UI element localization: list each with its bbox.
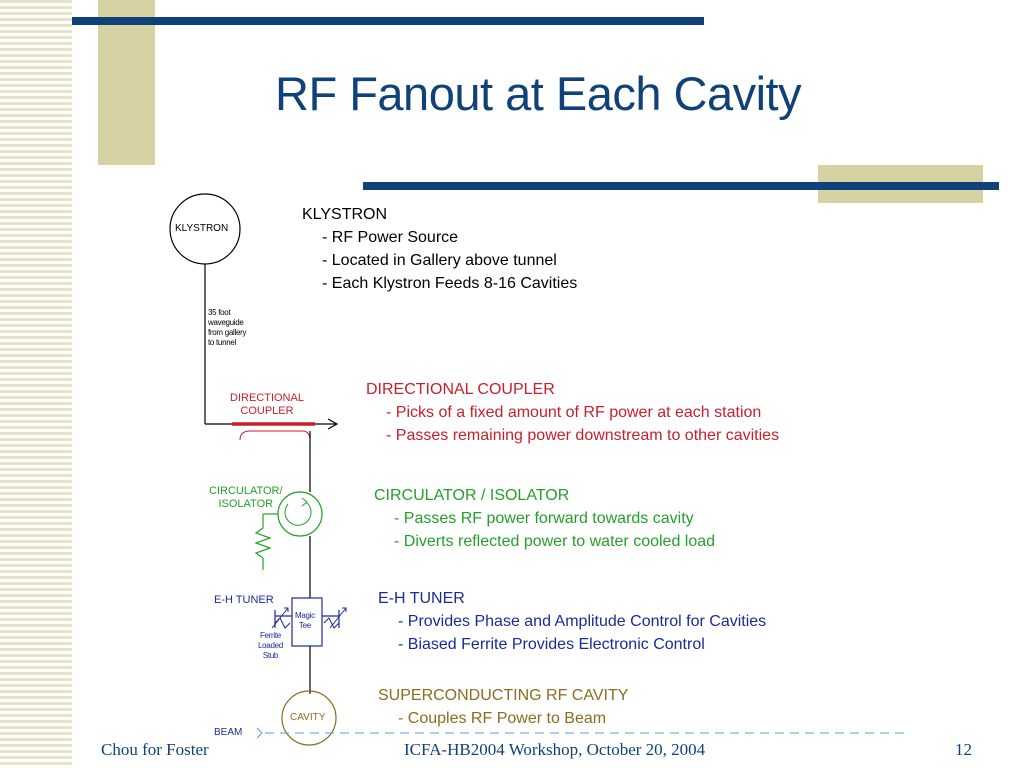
- cavity-heading: SUPERCONDUCTING RF CAVITY: [378, 687, 629, 704]
- cavity-label: CAVITY: [290, 712, 326, 723]
- circulator-circle: [277, 491, 323, 537]
- ferrite-stub-label: Ferrite Loaded Stub: [258, 631, 283, 660]
- right-accent-bar: [363, 182, 999, 190]
- circulator-heading: CIRCULATOR / ISOLATOR: [374, 487, 570, 504]
- cavity-description: SUPERCONDUCTING RF CAVITY - Couples RF P…: [378, 684, 628, 730]
- klystron-heading: KLYSTRON: [302, 206, 388, 223]
- circulator-label: CIRCULATOR/ ISOLATOR: [209, 485, 283, 510]
- klystron-description: KLYSTRON - RF Power Source - Located in …: [302, 203, 577, 295]
- beam-label: BEAM: [214, 727, 243, 738]
- footer-event: ICFA-HB2004 Workshop, October 20, 2004: [404, 740, 706, 759]
- coupler-label: DIRECTIONAL COUPLER: [230, 392, 304, 417]
- cavity-circle: [281, 690, 337, 746]
- coupler-heading: DIRECTIONAL COUPLER: [366, 381, 555, 398]
- page-number: 12: [955, 740, 972, 759]
- waveguide-note: 35 foot waveguide from gallery to tunnel: [208, 308, 247, 347]
- klystron-label: KLYSTRON: [175, 223, 229, 234]
- slide-title: RF Fanout at Each Cavity: [275, 67, 802, 120]
- magic-tee-box: [291, 597, 323, 647]
- magic-tee-label: Magic Tee: [295, 611, 315, 630]
- coupler-description: DIRECTIONAL COUPLER - Picks of a fixed a…: [366, 378, 779, 447]
- top-accent-box: [98, 0, 155, 165]
- tuner-heading: E-H TUNER: [378, 590, 465, 607]
- eh-tuner-label: E-H TUNER: [214, 594, 274, 606]
- decorative-stripes: [0, 0, 72, 768]
- footer-author: Chou for Foster: [101, 740, 209, 759]
- circulator-description: CIRCULATOR / ISOLATOR - Passes RF power …: [374, 484, 715, 553]
- tuner-description: E-H TUNER - Provides Phase and Amplitude…: [378, 587, 766, 656]
- load-resistor: [254, 527, 272, 559]
- top-accent-bar: [72, 17, 704, 25]
